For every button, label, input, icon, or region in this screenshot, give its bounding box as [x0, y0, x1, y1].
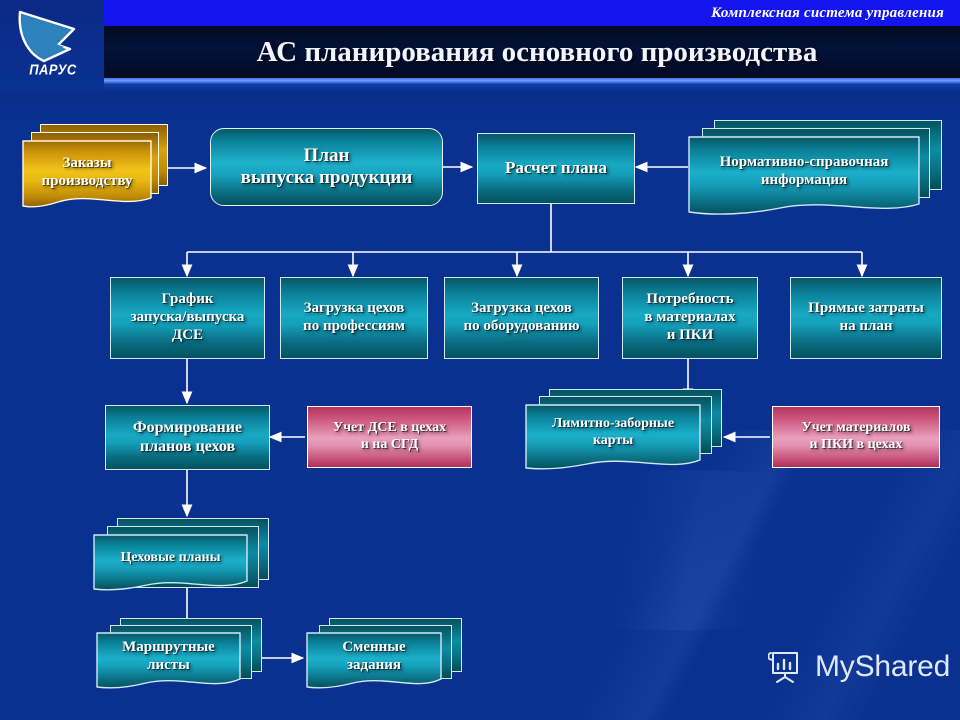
document-front-reference	[688, 136, 920, 220]
logo-panel: ПАРУС	[0, 0, 104, 92]
document-front-limit-cards	[525, 404, 701, 476]
document-front-route-sheets	[96, 632, 241, 694]
document-front-shift-tasks	[306, 632, 442, 694]
node-shop-plans-label: Цеховые планы	[120, 549, 221, 565]
node-plan-calc[interactable]: Расчет плана	[477, 133, 635, 204]
page-title: АС планирования основного производства	[256, 35, 818, 68]
header-underline	[104, 78, 960, 85]
myshared-label: MyShared	[815, 650, 951, 683]
logo-wordmark: ПАРУС	[29, 61, 77, 78]
myshared-watermark: MyShared	[768, 648, 950, 686]
presentation-board-icon	[768, 652, 798, 683]
header-kicker: Комплексная система управления	[711, 5, 944, 21]
node-plan-calc-label: Расчет плана	[505, 158, 607, 178]
slide-header: Комплексная система управления АС планир…	[0, 0, 960, 92]
header-accent-bar	[104, 0, 960, 26]
sail-logo-icon	[18, 10, 76, 63]
header-band	[104, 26, 960, 78]
document-front-gold	[22, 140, 152, 212]
document-front-shop-plans	[93, 534, 248, 596]
header-underline-fade	[104, 85, 960, 91]
